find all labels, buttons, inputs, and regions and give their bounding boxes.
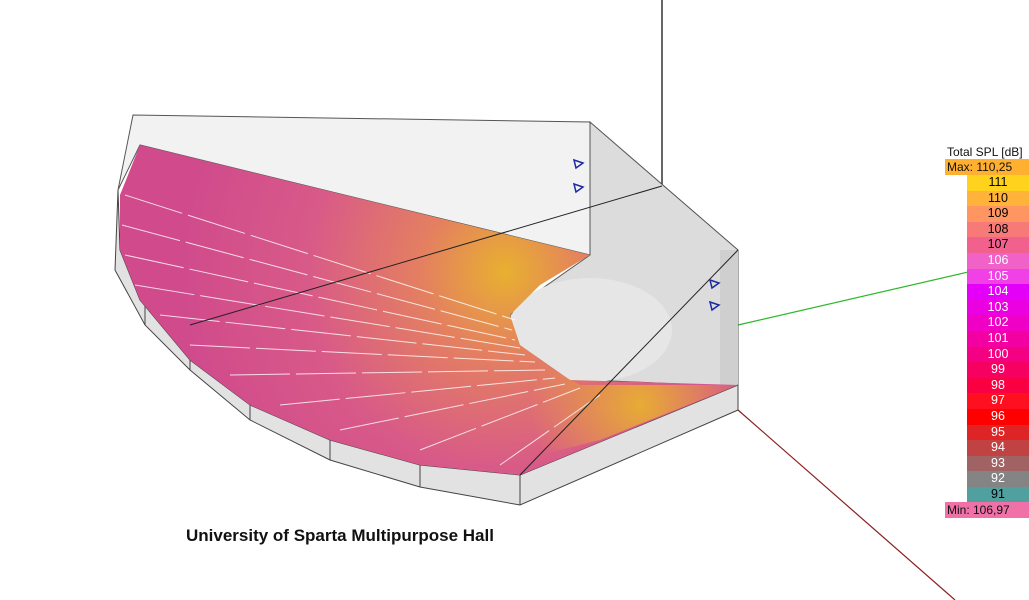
legend-level: 96 [967,408,1029,425]
legend-level: 97 [967,393,1029,409]
legend-level: 109 [967,206,1029,222]
speaker-icon [572,158,585,170]
legend-level: 91 [967,486,1029,503]
legend-level: 107 [967,237,1029,253]
x-axis [737,409,956,600]
hall-caption: University of Sparta Multipurpose Hall [186,526,494,545]
stage-apron [508,278,672,382]
legend-level: 98 [967,377,1029,394]
seating-rows [121,194,601,466]
speaker-icon [572,182,585,194]
legend-level: 104 [967,284,1029,300]
legend-level: 92 [967,471,1029,487]
legend-title: Total SPL [dB] [947,145,1023,159]
speaker-icon [708,278,721,290]
legend-level: 95 [967,424,1029,441]
legend-level: 101 [967,330,1029,347]
legend-level: 111 [967,175,1029,191]
legend-level: 94 [967,440,1029,456]
speaker-icon [708,300,721,312]
legend-level: 110 [967,190,1029,207]
legend-level: 93 [967,455,1029,472]
legend-level: 106 [967,252,1029,269]
legend-level: 99 [967,362,1029,378]
legend-level: 103 [967,299,1029,316]
legend-level: 102 [967,315,1029,331]
legend-max: Max: 110,25 [945,159,1029,175]
legend-level: 105 [967,268,1029,285]
legend-level: 100 [967,346,1029,363]
legend-level: 108 [967,221,1029,238]
legend-min: Min: 106,97 [945,502,1029,519]
